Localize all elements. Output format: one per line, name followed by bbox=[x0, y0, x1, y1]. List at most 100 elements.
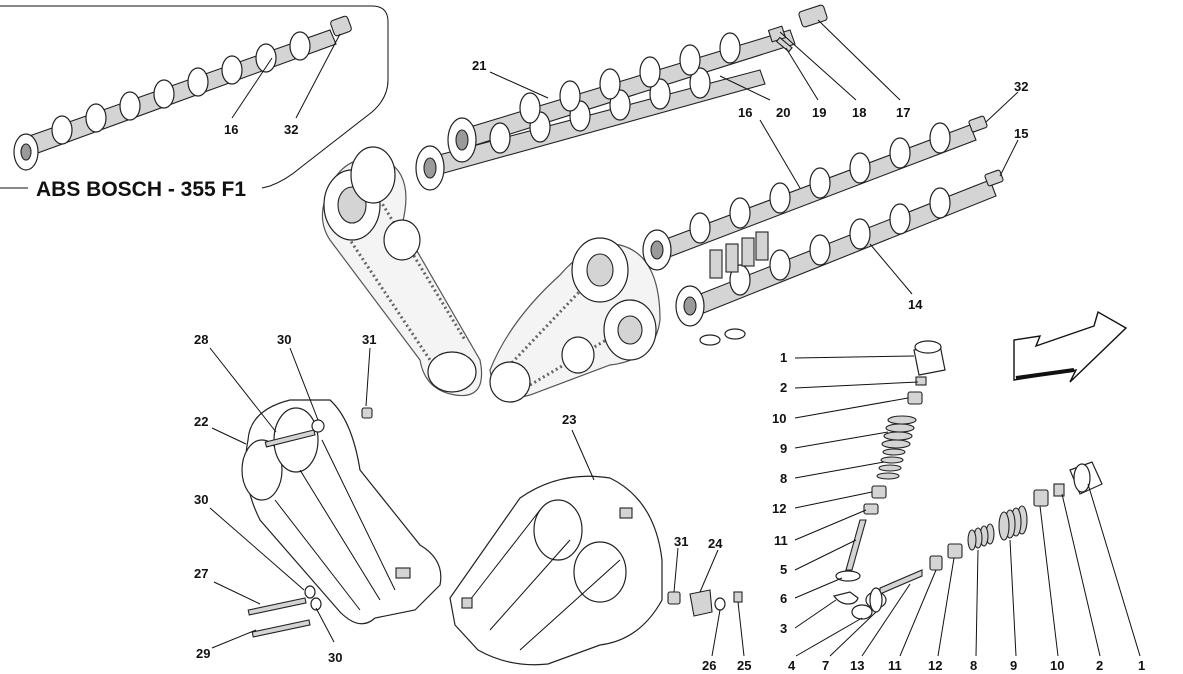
callout-22: 22 bbox=[194, 414, 208, 429]
callout-18: 18 bbox=[852, 105, 866, 120]
leader-31a bbox=[365, 347, 371, 407]
callout-h4: 4 bbox=[788, 658, 796, 673]
callout-27: 27 bbox=[194, 566, 208, 581]
leader-25 bbox=[737, 601, 745, 657]
leader-h13 bbox=[861, 583, 911, 657]
callout-h9: 9 bbox=[1010, 658, 1017, 673]
leader-h9 bbox=[1009, 539, 1017, 657]
leader-22 bbox=[211, 427, 247, 445]
leader-h10 bbox=[1039, 505, 1059, 657]
leader-h8 bbox=[975, 549, 979, 657]
callout-32: 32 bbox=[1014, 79, 1028, 94]
leader-v1 bbox=[794, 355, 915, 359]
leader-19 bbox=[785, 47, 819, 101]
leader-23 bbox=[571, 429, 595, 481]
leader-18 bbox=[779, 31, 857, 101]
callout-21: 21 bbox=[472, 58, 486, 73]
leader-16 bbox=[759, 119, 801, 189]
leader-v6 bbox=[794, 577, 843, 599]
callout-h11: 11 bbox=[888, 658, 902, 673]
callout-v2: 2 bbox=[780, 380, 787, 395]
leader-24 bbox=[699, 549, 719, 593]
callout-31a: 31 bbox=[362, 332, 376, 347]
leader-31b bbox=[673, 547, 679, 593]
callout-32-inset: 32 bbox=[284, 122, 298, 137]
leader-v5 bbox=[794, 539, 857, 571]
timing-cover-left bbox=[241, 399, 442, 625]
callout-30a: 30 bbox=[277, 332, 291, 347]
leader-v12 bbox=[794, 491, 873, 509]
inset-camshaft bbox=[13, 15, 352, 171]
leader-15 bbox=[999, 139, 1019, 177]
leader-h4 bbox=[795, 617, 863, 657]
leader-h2 bbox=[1061, 493, 1101, 657]
leader-32-inset bbox=[295, 33, 341, 119]
camshaft-pair-upper bbox=[415, 4, 828, 191]
callout-29: 29 bbox=[196, 646, 210, 661]
timing-belt-left bbox=[321, 146, 483, 397]
camshaft-pair-lower bbox=[642, 115, 1004, 346]
leader-28 bbox=[209, 347, 277, 433]
callout-23: 23 bbox=[562, 412, 576, 427]
callout-h12: 12 bbox=[928, 658, 942, 673]
callout-v10: 10 bbox=[772, 411, 786, 426]
callout-16: 16 bbox=[738, 105, 752, 120]
leader-h12 bbox=[937, 557, 955, 657]
callout-26: 26 bbox=[702, 658, 716, 673]
callout-h2: 2 bbox=[1096, 658, 1103, 673]
callout-28: 28 bbox=[194, 332, 208, 347]
callout-h8: 8 bbox=[970, 658, 977, 673]
leader-26 bbox=[711, 609, 721, 657]
callout-14: 14 bbox=[908, 297, 923, 312]
leader-v2 bbox=[794, 381, 919, 389]
inset-panel: ABS BOSCH - 355 F1 16 32 bbox=[0, 5, 389, 201]
leader-30c bbox=[315, 607, 335, 643]
leader-v10 bbox=[794, 397, 909, 419]
leader-17 bbox=[817, 19, 901, 101]
leader-21 bbox=[489, 71, 549, 99]
cover-right-fasteners bbox=[667, 589, 743, 617]
leader-h1 bbox=[1087, 483, 1141, 657]
callout-v1: 1 bbox=[780, 350, 787, 365]
callout-v3: 3 bbox=[780, 621, 787, 636]
callout-19: 19 bbox=[812, 105, 826, 120]
leader-29 bbox=[211, 629, 257, 649]
leader-v3 bbox=[794, 599, 837, 629]
timing-cover-right bbox=[449, 475, 663, 666]
timing-belt-right bbox=[489, 237, 661, 403]
callout-24: 24 bbox=[708, 536, 723, 551]
valve-assembly-horizontal bbox=[869, 461, 1103, 613]
callout-v11: 11 bbox=[774, 533, 788, 548]
callout-h10: 10 bbox=[1050, 658, 1064, 673]
leader-30a bbox=[289, 347, 319, 421]
callout-h1: 1 bbox=[1138, 658, 1145, 673]
leader-h7 bbox=[829, 611, 877, 657]
callout-h7: 7 bbox=[822, 658, 829, 673]
valve-assembly-vertical bbox=[832, 340, 946, 620]
inset-title: ABS BOSCH - 355 F1 bbox=[36, 178, 246, 201]
leader-v8 bbox=[794, 461, 885, 479]
callout-30c: 30 bbox=[328, 650, 342, 665]
leader-v11 bbox=[794, 509, 867, 541]
leader-27 bbox=[213, 581, 261, 605]
callout-v6: 6 bbox=[780, 591, 787, 606]
callout-h13: 13 bbox=[850, 658, 864, 673]
arrow-icon bbox=[1013, 310, 1128, 383]
callout-v5: 5 bbox=[780, 562, 787, 577]
leader-32 bbox=[985, 91, 1019, 123]
callout-v9: 9 bbox=[780, 441, 787, 456]
callout-15: 15 bbox=[1014, 126, 1028, 141]
leader-20 bbox=[719, 75, 771, 101]
leader-h11 bbox=[899, 569, 937, 657]
leader-14 bbox=[869, 243, 913, 295]
cover-left-fasteners bbox=[247, 407, 373, 638]
leader-30b bbox=[209, 507, 305, 591]
callout-v8: 8 bbox=[780, 471, 787, 486]
leader-16-inset bbox=[231, 57, 273, 119]
leader-v9 bbox=[794, 431, 889, 449]
callout-30b: 30 bbox=[194, 492, 208, 507]
callout-v12: 12 bbox=[772, 501, 786, 516]
callout-17: 17 bbox=[896, 105, 910, 120]
callout-20: 20 bbox=[776, 105, 790, 120]
